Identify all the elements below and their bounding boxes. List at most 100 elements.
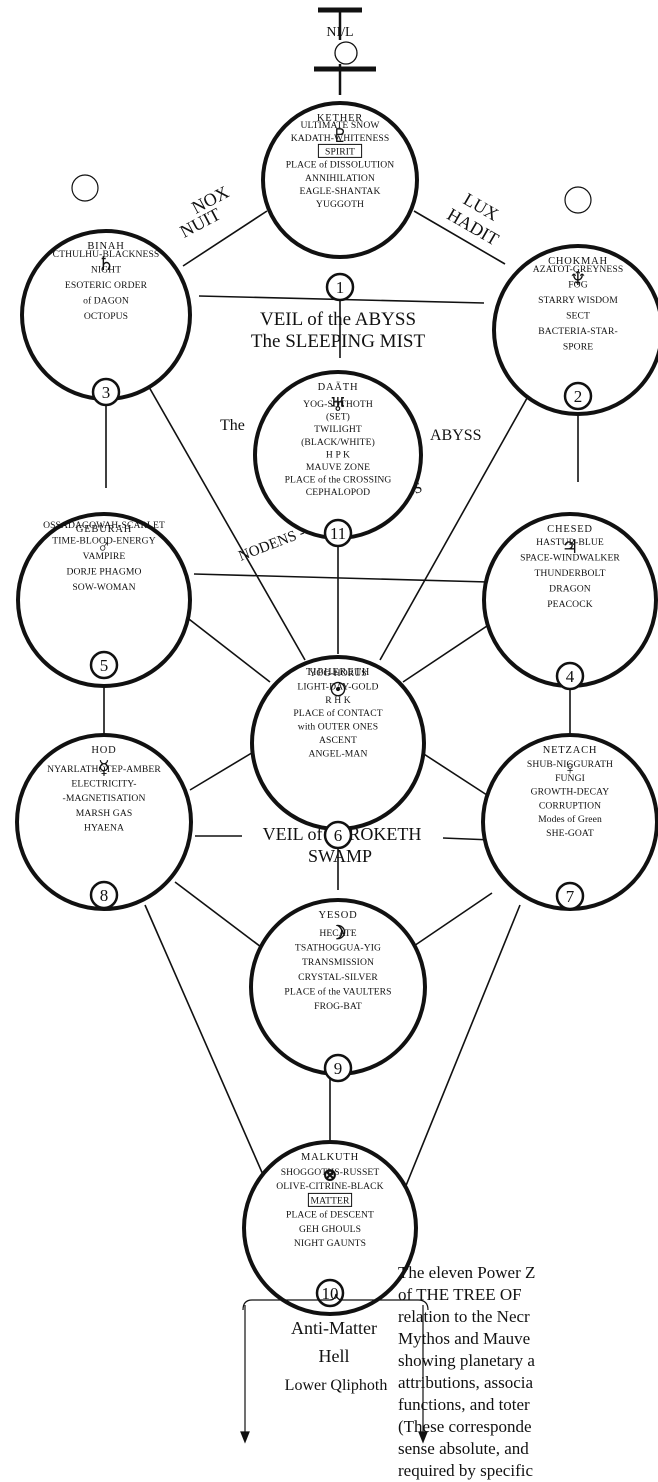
caption-line: functions, and toter [398,1395,530,1414]
binah-planet-symbol: ♄ [97,254,114,275]
caption-line: relation to the Necr [398,1307,530,1326]
caption-line: attributions, associa [398,1373,534,1392]
netzach-attribution: SHE-GOAT [546,828,594,839]
yesod-number: 9 [334,1059,343,1078]
sephirah-daath: DAÄTH♅YOG-SOTHOTH(SET)TWILIGHT(BLACK/WHI… [253,370,423,548]
malkuth-attribution: GEH GHOULS [299,1224,361,1235]
kether-number: 1 [336,278,345,297]
chokmah-attribution: SECT [566,311,590,322]
binah-number: 3 [102,383,111,402]
daath-attribution: (BLACK/WHITE) [301,437,375,448]
yesod-attribution: TRANSMISSION [302,957,374,968]
tiphereth-attribution: R H K [325,695,351,706]
chokmah-attribution: BACTERIA-STAR- [538,326,618,337]
left-arrow-head [240,1431,250,1444]
netzach-planet-symbol: ♀ [563,758,577,779]
netzach-attribution: FUNGI [555,773,585,784]
kether-number-badge [325,272,355,302]
netzach-attribution: SHUB-NIGGURATH [527,759,613,770]
chesed-attribution: DRAGON [549,584,591,595]
tiphereth-number: 6 [334,826,343,845]
hod-attribution: ELECTRICITY- [71,779,136,790]
path-binah-tiphereth [144,379,306,661]
geburah-planet-symbol: ♂ [97,537,111,558]
path-kether-binah [182,210,268,267]
daath-number: 11 [330,524,346,543]
hod-attribution: HYAENA [84,822,124,833]
binah-attribution: OCTOPUS [84,311,128,322]
sephiroth: KETHER♇ULTIMATE SNOWKADATH-WHITENESSSPIR… [15,101,658,1316]
kether-attribution: ULTIMATE SNOW [300,120,380,131]
kether-name: KETHER [317,113,363,124]
chokmah-attribution: STARRY WISDOM [538,295,618,306]
yesod-attribution: CRYSTAL-SILVER [298,972,378,983]
netzach-attribution: Modes of Green [538,814,602,825]
path-hod-malkuth [144,904,286,1226]
netzach-name: NETZACH [543,745,598,756]
tiphereth-attribution: ASCENT [319,735,357,746]
nil-cross: NI/L [314,7,376,95]
geburah-attribution: OSSADAGOWAH-SCARLET [43,520,165,531]
kether-boxed-term [317,143,363,158]
geburah-attribution: TIME-BLOOD-ENERGY [52,536,155,547]
malkuth-attribution: NIGHT GAUNTS [294,1238,366,1249]
swamp-label: SWAMP [308,846,372,866]
veil-abyss-label: VEIL of the ABYSS [260,309,416,330]
daath-attribution: MAUVE ZONE [306,462,370,473]
daath-name: DAÄTH [318,381,359,393]
malkuth-boxed-term [307,1192,353,1207]
caption: The eleven Power Z of THE TREE OF relati… [398,1262,658,1482]
lower-qliphoth-label: Lower Qliphoth [285,1377,388,1394]
malkuth-circle [242,1140,418,1316]
tiphereth-attribution: LIGHT-DAY-GOLD [297,681,378,692]
kether-attribution: ANNIHILATION [305,173,375,184]
malkuth-attribution: MATTER [311,1195,350,1206]
chokmah-name: CHOKMAH [548,256,608,267]
hod-attribution: MARSH GAS [76,808,133,819]
malkuth-attribution: PLACE of DESCENT [286,1210,374,1221]
right-arrow-head [418,1431,428,1444]
tiphereth-name: TIPHERETH [306,667,370,678]
kether-attribution: PLACE of DISSOLUTION [286,160,395,171]
binah-attribution: NIGHT [91,265,121,276]
yesod-attribution: PLACE of the VAULTERS [284,986,391,997]
yesod-name: YESOD [318,910,357,921]
chesed-attribution: SPACE-WINDWALKER [520,553,620,564]
yesod-planet-symbol: ☽ [329,923,346,944]
kether-attribution: YUGGOTH [316,199,364,210]
tiphereth-number-badge [323,820,353,850]
malkuth-planet-symbol: ⊗ [322,1165,338,1186]
sephirah-yesod: YESOD ☽HECATE TSATHOGGUA-YIG TRANSMISSION CR… [249,898,427,1083]
binah-number-badge [91,377,121,407]
kether-attribution: EAGLE-SHANTAK [299,186,380,197]
tiphereth-planet-symbol: ☉ [329,680,346,701]
binah-orb [71,174,99,202]
below-malkuth [240,1293,429,1444]
netzach-attribution: GROWTH-DECAY [531,787,610,798]
tree-of-life-diagram: NI/L NOX NUIT LUX HADIT VEIL [15,7,658,1444]
tree-paths [103,210,579,1226]
path-hod-yesod [174,881,266,951]
daath-attribution: PLACE of the CROSSING [285,475,392,486]
kether-attribution: KADATH-WHITENESS [291,133,390,144]
daath-attribution: TWILIGHT [314,424,362,435]
yesod-attribution: HECATE [319,928,356,939]
tiphereth-attribution: YOG-HORUS [309,668,366,679]
hod-number: 8 [100,886,109,905]
sephirah-kether: KETHER♇ULTIMATE SNOWKADATH-WHITENESSSPIR… [261,101,419,302]
sephirah-netzach: NETZACH♀SHUB-NIGGURATHFUNGIGROWTH-DECAYC… [481,733,658,911]
path-netzach-malkuth [389,904,521,1226]
geburah-number: 5 [100,656,109,675]
tiphereth-attribution: ANGEL-MAN [309,748,368,759]
daath-planet-symbol: ♅ [329,395,346,416]
chesed-number-badge [555,661,585,691]
caption-line: of THE TREE OF [398,1285,522,1304]
hod-name: HOD [91,745,116,756]
chokmah-attribution: FOG [568,280,588,291]
binah-attribution: CTHULHU-BLACKNESS [53,249,160,260]
yesod-attribution: TSATHOGGUA-YIG [295,943,381,954]
caption-line: showing planetary a [398,1351,535,1370]
path-chokmah-tiphereth [379,374,541,661]
daath-attribution: CEPHALOPOD [306,487,370,498]
